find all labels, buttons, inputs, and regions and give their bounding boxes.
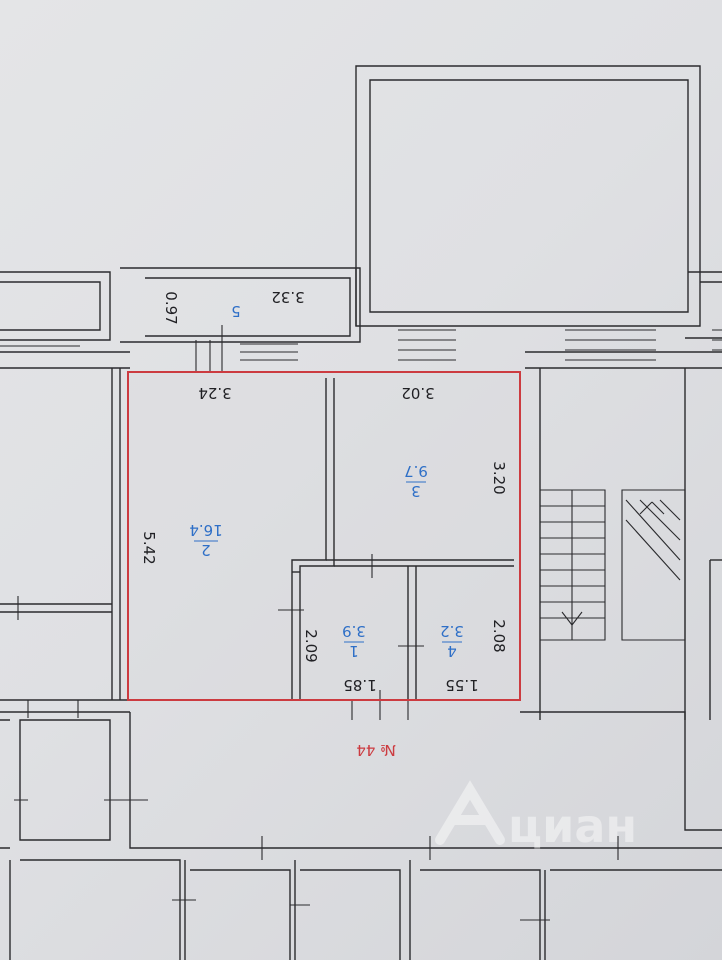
room-5-number: 5 xyxy=(231,302,241,320)
dim-5-42: 5.42 xyxy=(140,531,158,564)
dim-3-20: 3.20 xyxy=(490,461,508,494)
room-1-area: 3.9 xyxy=(342,622,366,640)
dimension-labels: 0.97 3.32 3.24 3.02 3.20 5.42 2.09 2.08 … xyxy=(140,288,508,694)
dim-1-55: 1.55 xyxy=(445,676,478,694)
dim-3-32: 3.32 xyxy=(271,288,304,306)
apartment-44 xyxy=(127,325,521,720)
dim-2-09: 2.09 xyxy=(302,629,320,662)
cian-logo-icon xyxy=(435,780,505,845)
watermark-text: циан xyxy=(508,799,637,853)
building-walls xyxy=(0,65,722,960)
room-labels: 2 16.4 3 9.7 1 3.9 4 3.2 5 xyxy=(189,302,464,660)
room-3-area: 9.7 xyxy=(404,462,428,480)
apartment-number: № 44 xyxy=(356,741,395,759)
cian-watermark: циан xyxy=(435,780,637,853)
dim-3-24: 3.24 xyxy=(198,384,231,402)
room-1-label: 1 3.9 xyxy=(342,622,366,660)
staircase xyxy=(540,489,686,641)
dim-1-85: 1.85 xyxy=(343,676,376,694)
dim-3-02: 3.02 xyxy=(401,384,434,402)
room-3-number: 3 xyxy=(411,482,421,500)
dim-0-97: 0.97 xyxy=(162,291,180,324)
room-4-label: 4 3.2 xyxy=(440,622,464,660)
room-1-number: 1 xyxy=(349,642,359,660)
room-3-label: 3 9.7 xyxy=(404,462,428,500)
room-4-area: 3.2 xyxy=(440,622,464,640)
room-4-number: 4 xyxy=(447,642,457,660)
room-2-number: 2 xyxy=(201,541,211,559)
dim-2-08: 2.08 xyxy=(490,619,508,652)
room-2-area: 16.4 xyxy=(189,521,222,539)
room-2-label: 2 16.4 xyxy=(189,521,222,559)
